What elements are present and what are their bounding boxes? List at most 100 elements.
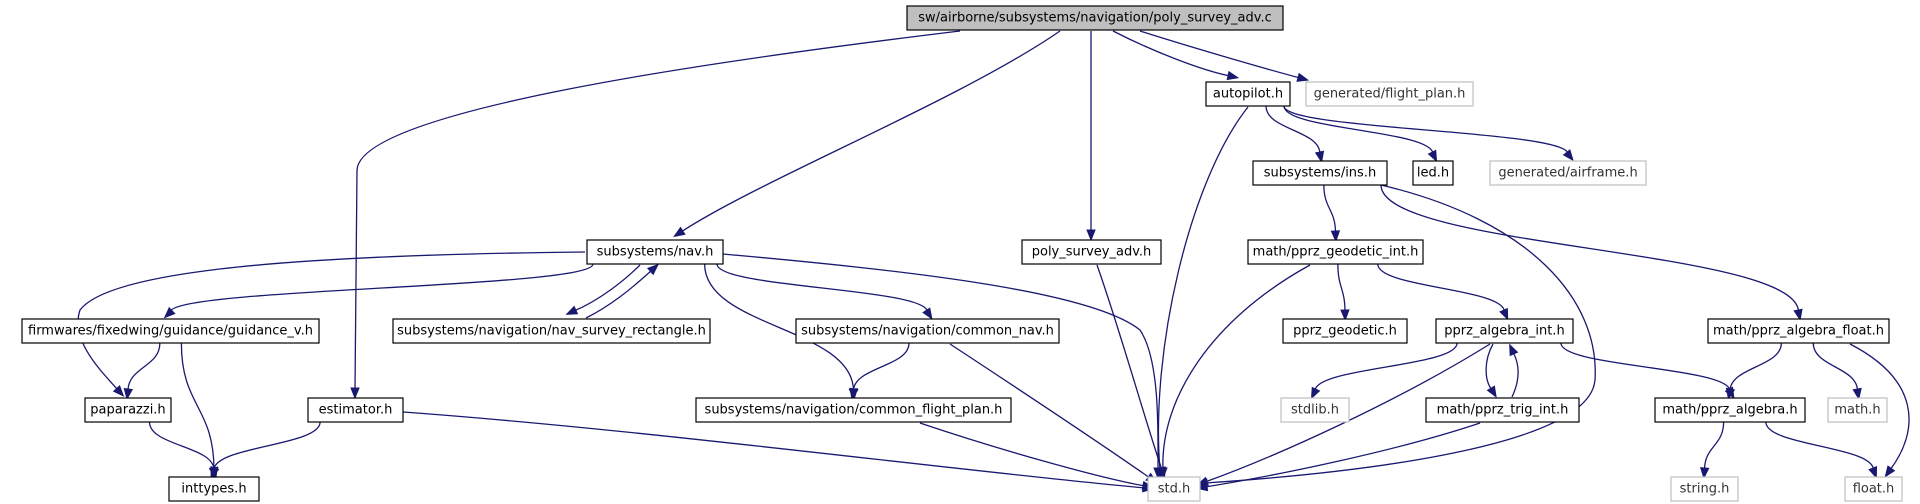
node-box	[1021, 239, 1162, 265]
edge-root-to-flight_plan	[1139, 30, 1301, 79]
node-string[interactable]: string.h	[1670, 476, 1739, 502]
edge-geodint-to-geodetic-arrowhead	[1340, 309, 1350, 322]
node-root[interactable]: sw/airborne/subsystems/navigation/poly_s…	[906, 5, 1284, 31]
edge-nav-to-commonnav-arrowhead	[922, 307, 933, 320]
node-box	[1844, 476, 1903, 502]
node-label: generated/flight_plan.h	[1314, 87, 1466, 102]
edge-nav-to-navsurvey	[573, 264, 641, 312]
node-box	[1412, 160, 1454, 186]
node-box	[21, 318, 320, 344]
node-label: generated/airframe.h	[1498, 166, 1637, 181]
node-algint[interactable]: pprz_algebra_int.h	[1435, 318, 1574, 344]
edge-algebra-to-float	[1765, 421, 1875, 471]
edge-algint-to-trigint	[1485, 343, 1494, 391]
edge-algebra-to-float-arrowhead	[1868, 465, 1878, 479]
node-box	[1707, 318, 1890, 344]
node-label: string.h	[1680, 482, 1730, 497]
edge-estimator-to-inttypes	[213, 421, 321, 471]
edge-navsurvey-to-nav-arrowhead	[646, 263, 659, 276]
node-box	[906, 5, 1284, 31]
edge-nav-to-navsurvey-arrowhead	[565, 305, 579, 315]
node-flight_plan[interactable]: generated/flight_plan.h	[1305, 81, 1474, 107]
node-label: subsystems/navigation/common_flight_plan…	[705, 403, 1003, 418]
edge-nav-to-guidv-arrowhead	[163, 306, 176, 319]
edge-nav-to-paparazzi-arrowhead	[112, 384, 125, 397]
edge-guidv-to-paparazzi	[127, 342, 161, 392]
edge-autopilot-to-airframe-arrowhead	[1562, 149, 1574, 162]
node-box	[1305, 81, 1474, 107]
edge-geodint-to-algint	[1377, 263, 1506, 313]
node-label: math/pprz_algebra_float.h	[1713, 324, 1884, 339]
edge-ins-to-geodint-arrowhead	[1330, 230, 1341, 243]
node-label: inttypes.h	[181, 482, 246, 497]
node-geodetic[interactable]: pprz_geodetic.h	[1282, 318, 1408, 344]
node-label: pprz_algebra_int.h	[1444, 324, 1564, 339]
node-paparazzi[interactable]: paparazzi.h	[84, 397, 172, 423]
edge-root-to-estimator-arrowhead	[350, 387, 360, 400]
edge-root-to-autopilot-arrowhead	[1226, 70, 1240, 81]
node-stdlib[interactable]: stdlib.h	[1280, 397, 1350, 423]
node-box	[1205, 81, 1291, 107]
edge-algint-to-trigint-arrowhead	[1486, 385, 1497, 399]
nodes-layer: sw/airborne/subsystems/navigation/poly_s…	[21, 5, 1903, 502]
node-algebra[interactable]: math/pprz_algebra.h	[1654, 397, 1806, 423]
node-label: subsystems/navigation/common_nav.h	[801, 324, 1054, 339]
node-box	[1282, 318, 1408, 344]
node-guidv[interactable]: firmwares/fixedwing/guidance/guidance_v.…	[21, 318, 320, 344]
node-estimator[interactable]: estimator.h	[307, 397, 404, 423]
edge-root-to-autopilot	[1112, 30, 1231, 77]
edge-nav-to-guidv	[169, 263, 594, 313]
node-label: paparazzi.h	[90, 403, 165, 418]
node-label: autopilot.h	[1213, 87, 1283, 102]
node-label: pprz_geodetic.h	[1293, 324, 1397, 339]
edge-geodint-to-geodetic	[1337, 263, 1346, 313]
node-commonfp[interactable]: subsystems/navigation/common_flight_plan…	[695, 397, 1012, 423]
node-trigint[interactable]: math/pprz_trig_int.h	[1425, 397, 1580, 423]
edge-paparazzi-to-inttypes	[148, 421, 215, 471]
edge-guidv-to-paparazzi-arrowhead	[123, 387, 134, 401]
edge-algfloat-to-mathh-arrowhead	[1852, 387, 1862, 401]
node-box	[1654, 397, 1806, 423]
edge-ins-to-algfloat-arrowhead	[1793, 308, 1803, 322]
node-box	[1252, 160, 1388, 186]
edge-trigint-to-algint	[1511, 351, 1519, 398]
node-nav[interactable]: subsystems/nav.h	[586, 239, 724, 265]
node-commonnav[interactable]: subsystems/navigation/common_nav.h	[795, 318, 1060, 344]
node-navsurvey[interactable]: subsystems/navigation/nav_survey_rectang…	[392, 318, 711, 344]
node-led[interactable]: led.h	[1412, 160, 1454, 186]
edge-trigint-to-std	[1204, 422, 1481, 488]
edge-commonfp-to-std	[919, 422, 1146, 487]
edge-root-to-flight_plan-arrowhead	[1296, 72, 1310, 82]
edge-estimator-to-inttypes-arrowhead	[210, 465, 220, 479]
node-box	[1670, 476, 1739, 502]
edge-trigint-to-algint-arrowhead	[1509, 343, 1519, 357]
node-geodint[interactable]: math/pprz_geodetic_int.h	[1247, 239, 1424, 265]
node-box	[1827, 397, 1888, 423]
node-inttypes[interactable]: inttypes.h	[168, 476, 260, 502]
edge-commonnav-to-std	[949, 343, 1151, 479]
edge-guidv-to-inttypes	[180, 342, 215, 471]
node-mathh[interactable]: math.h	[1827, 397, 1888, 423]
edge-nav-to-std	[722, 253, 1159, 471]
node-label: firmwares/fixedwing/guidance/guidance_v.…	[28, 324, 313, 339]
node-autopilot[interactable]: autopilot.h	[1205, 81, 1291, 107]
node-float[interactable]: float.h	[1844, 476, 1903, 502]
node-polyadv[interactable]: poly_survey_adv.h	[1021, 239, 1162, 265]
edge-algint-to-algebra	[1560, 342, 1731, 392]
edge-root-to-nav-arrowhead	[673, 226, 686, 238]
node-algfloat[interactable]: math/pprz_algebra_float.h	[1707, 318, 1890, 344]
node-airframe[interactable]: generated/airframe.h	[1489, 160, 1647, 186]
edge-geodint-to-algint-arrowhead	[1499, 307, 1509, 321]
edge-algfloat-to-float-arrowhead	[1884, 465, 1896, 478]
node-box	[795, 318, 1060, 344]
edge-root-to-polyadv-arrowhead	[1086, 229, 1096, 242]
node-label: float.h	[1853, 482, 1895, 497]
node-ins[interactable]: subsystems/ins.h	[1252, 160, 1388, 186]
edge-ins-to-std	[1204, 184, 1596, 484]
node-box	[168, 476, 260, 502]
node-box	[695, 397, 1012, 423]
edge-geodint-to-std-arrowhead	[1158, 467, 1168, 480]
node-std[interactable]: std.h	[1147, 476, 1201, 502]
edge-ins-to-geodint	[1323, 184, 1337, 234]
